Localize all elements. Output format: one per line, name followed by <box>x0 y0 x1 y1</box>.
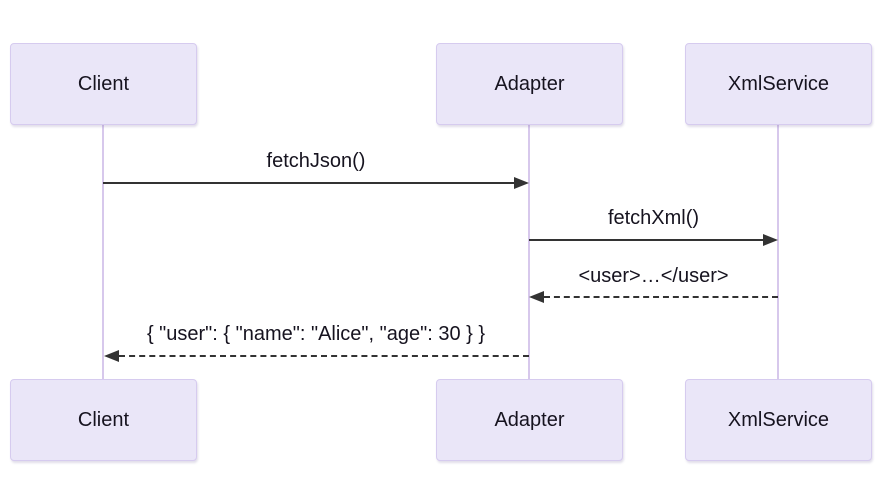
message-label-fetchxml: fetchXml() <box>607 207 700 229</box>
message-line-xml-response <box>544 296 778 298</box>
message-line-fetchxml <box>529 239 763 241</box>
lifeline-adapter <box>528 125 530 379</box>
actor-adapter-top: Adapter <box>436 43 623 125</box>
lifeline-xmlservice <box>777 125 779 379</box>
message-line-json-response <box>119 355 529 357</box>
actor-adapter-label: Adapter <box>494 73 565 95</box>
message-label-fetchjson: fetchJson() <box>266 150 366 172</box>
actor-xmlservice-label: XmlService <box>727 409 830 431</box>
actor-client-label: Client <box>77 409 130 431</box>
lifeline-client <box>102 125 104 379</box>
arrowhead-left-icon <box>529 291 544 303</box>
arrowhead-right-icon <box>763 234 778 246</box>
arrowhead-right-icon <box>514 177 529 189</box>
message-label-xml-response: <user>…</user> <box>578 265 729 287</box>
actor-client-bottom: Client <box>10 379 197 461</box>
actor-adapter-bottom: Adapter <box>436 379 623 461</box>
arrowhead-left-icon <box>104 350 119 362</box>
message-line-fetchjson <box>103 182 515 184</box>
actor-xmlservice-label: XmlService <box>727 73 830 95</box>
message-label-json-response: { "user": { "name": "Alice", "age": 30 }… <box>146 323 486 345</box>
actor-adapter-label: Adapter <box>494 409 565 431</box>
actor-client-label: Client <box>77 73 130 95</box>
actor-client-top: Client <box>10 43 197 125</box>
actor-xmlservice-bottom: XmlService <box>685 379 872 461</box>
actor-xmlservice-top: XmlService <box>685 43 872 125</box>
